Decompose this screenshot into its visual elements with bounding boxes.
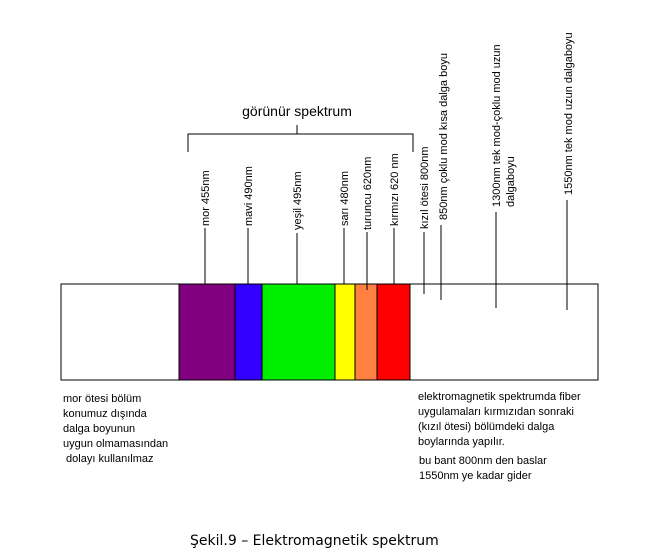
band-violet xyxy=(178,283,236,381)
visible-heading: görünür spektrum xyxy=(242,103,352,119)
visible-bracket xyxy=(187,133,414,152)
band-label-blue: mavi 490nm xyxy=(243,166,255,226)
ir-label-800: kızıl ötesi 800nm xyxy=(419,146,431,229)
ir-label-1550: 1550nm tek mod uzun dalgaboyu xyxy=(563,32,575,195)
band-orange xyxy=(354,283,378,381)
note-ultraviolet: mor ötesi bölüm konumuz dışında dalga bo… xyxy=(63,393,169,465)
ir-label-850: 850nm çoklu mod kısa dalga boyu xyxy=(438,53,450,220)
figure-caption: Şekil.9 – Elektromagnetik spektrum xyxy=(190,533,439,549)
band-label-violet: mor 455nm xyxy=(200,170,212,226)
ir-label-1300-line2: dalgaboyu xyxy=(505,156,517,207)
band-yellow xyxy=(334,283,356,381)
band-label-green: yeşil 495nm xyxy=(292,171,304,230)
band-red xyxy=(376,283,411,381)
band-green xyxy=(261,283,336,381)
note-band-range: bu bant 800nm den baslar 1550nm ye kadar… xyxy=(419,455,547,482)
band-label-yellow: sarı 480nm xyxy=(339,171,351,226)
band-label-orange: turuncu 620nm xyxy=(362,157,374,230)
note-fiber-applications: elektromagnetik spektrumda fiber uygulam… xyxy=(418,391,581,448)
band-label-red: kırmızı 620 nm xyxy=(389,153,401,226)
ir-label-1300-line1: 1300nm tek mod-çoklu mod uzun xyxy=(491,44,503,207)
band-blue xyxy=(234,283,263,381)
